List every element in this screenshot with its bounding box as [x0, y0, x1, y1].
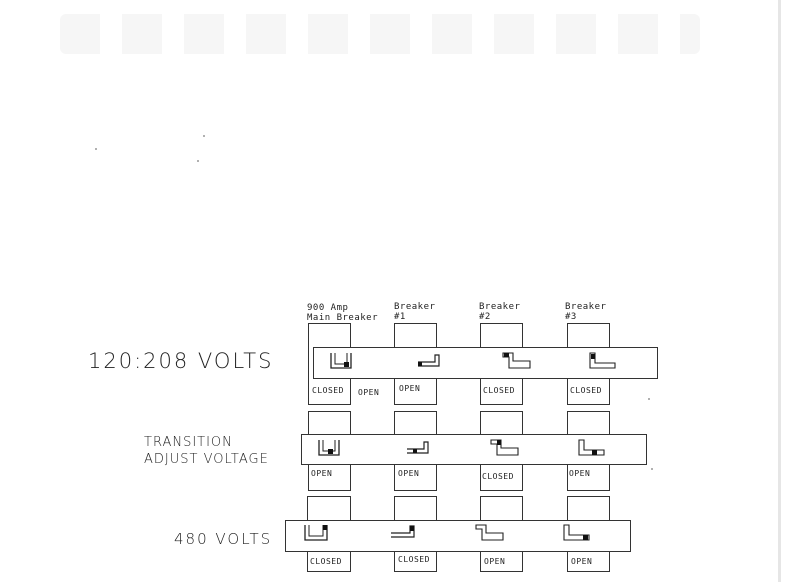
faded-scan-artifact: [60, 14, 700, 54]
state-main-row1: CLOSED: [312, 386, 344, 395]
breaker-handle-2-row2-icon: [490, 439, 519, 456]
state-breaker-2-row2: CLOSED: [482, 472, 514, 481]
breaker-handle-main-row2-icon: [318, 440, 340, 456]
scan-speck: [203, 135, 205, 137]
row-label-transition: TRANSITION ADJUST VOLTAGE: [144, 435, 269, 467]
bus-bar-row3: [285, 520, 631, 552]
column-header-breaker-3: Breaker #3: [565, 302, 607, 322]
scan-speck: [648, 398, 650, 400]
state-breaker-1-row3: CLOSED: [398, 555, 430, 564]
column-header-main-breaker: 900 Amp Main Breaker: [307, 303, 379, 323]
state-main-row1-secondary: OPEN: [358, 388, 380, 397]
row-label-120-208-volts: 120:208 VOLTS: [88, 349, 274, 373]
scan-speck: [95, 148, 97, 150]
state-breaker-3-row2: OPEN: [569, 469, 591, 478]
breaker-handle-2-row3-icon: [475, 524, 504, 541]
breaker-handle-3-row1-icon: [589, 352, 616, 369]
state-breaker-1-row1: OPEN: [399, 384, 421, 393]
column-header-breaker-2: Breaker #2: [479, 302, 521, 322]
column-header-breaker-1: Breaker #1: [394, 302, 436, 322]
breaker-handle-1-row3-icon: [391, 525, 415, 538]
state-breaker-3-row3: OPEN: [571, 557, 593, 566]
scan-speck: [651, 468, 653, 470]
breaker-handle-3-row2-icon: [578, 439, 605, 456]
breaker-handle-1-row2-icon: [407, 441, 429, 454]
scan-speck: [197, 160, 199, 162]
bus-bar-row2: [301, 434, 647, 465]
breaker-handle-main-row3-icon: [304, 525, 328, 541]
breaker-handle-2-row1-icon: [502, 352, 531, 369]
state-breaker-3-row1: CLOSED: [570, 386, 602, 395]
breaker-handle-1-row1-icon: [418, 354, 440, 367]
state-main-row3: CLOSED: [310, 557, 342, 566]
breaker-handle-main-row1-icon: [330, 353, 352, 369]
row-label-480-volts: 480 VOLTS: [174, 530, 273, 548]
state-breaker-2-row3: OPEN: [484, 557, 506, 566]
state-breaker-1-row2: OPEN: [398, 469, 420, 478]
breaker-handle-3-row3-icon: [563, 524, 590, 541]
page-edge: [778, 0, 781, 582]
state-main-row2: OPEN: [311, 469, 333, 478]
state-breaker-2-row1: CLOSED: [483, 386, 515, 395]
